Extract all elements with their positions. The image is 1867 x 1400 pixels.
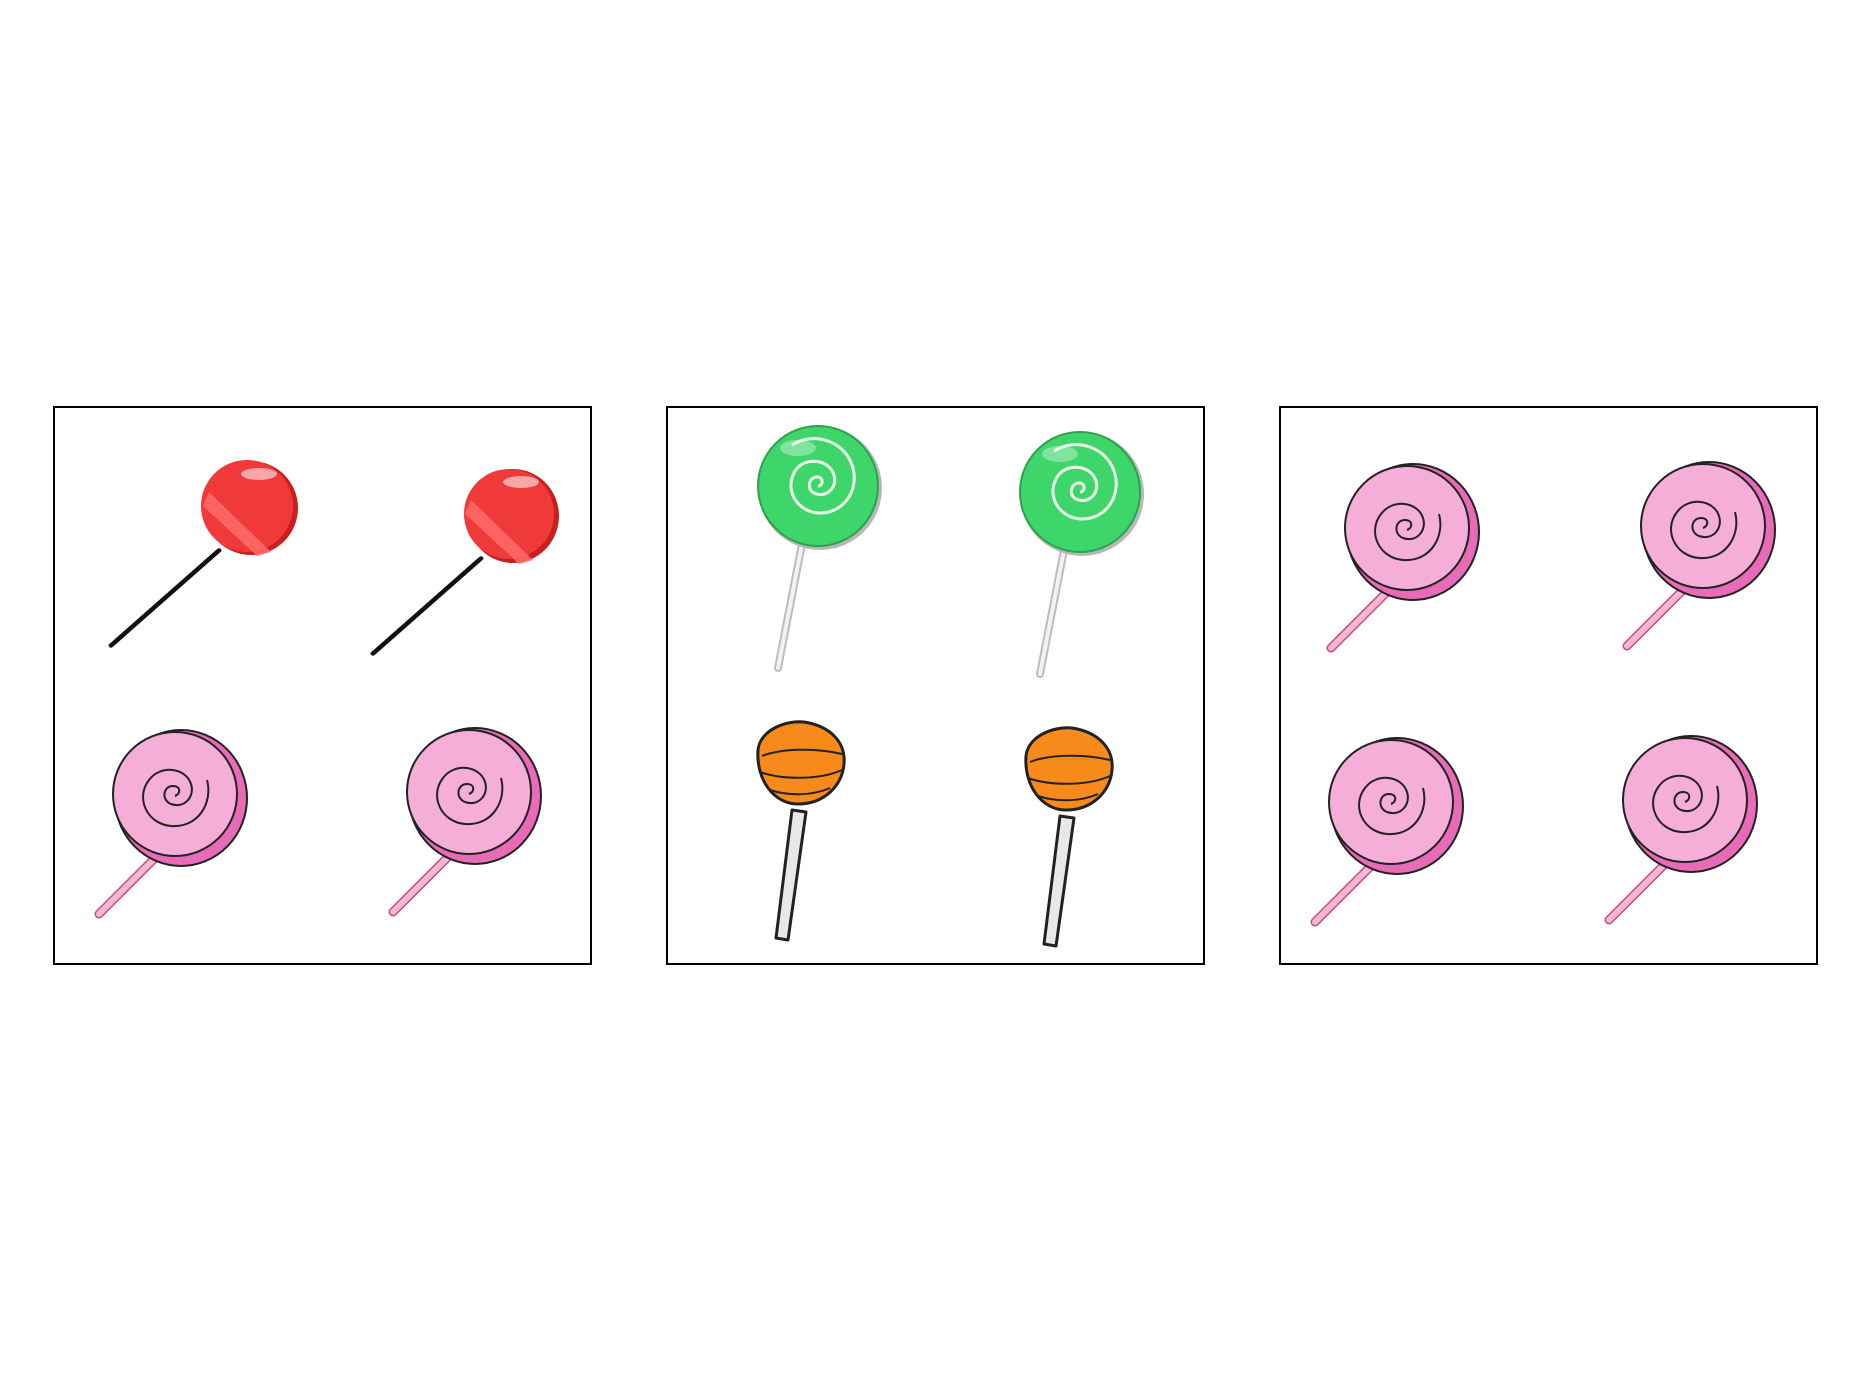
pink-swirl-lollipop-icon (1323, 462, 1483, 653)
pink-swirl-lollipop-icon (91, 728, 251, 919)
green-swirl-lollipop-icon (1019, 430, 1160, 680)
pink-swirl-lollipop-icon (385, 726, 545, 917)
pink-swirl-lollipop-icon (1619, 460, 1779, 651)
green-swirl-lollipop-icon (757, 424, 898, 674)
orange-lollipop-icon (748, 720, 858, 950)
panel-group-2 (666, 406, 1205, 965)
red-lollipop-icon (107, 452, 298, 652)
orange-lollipop-icon (1016, 726, 1126, 956)
panel-group-1 (53, 406, 592, 965)
red-lollipop-icon (369, 460, 559, 660)
pink-swirl-lollipop-icon (1601, 734, 1761, 925)
panel-group-3 (1279, 406, 1818, 965)
pink-swirl-lollipop-icon (1307, 736, 1467, 927)
